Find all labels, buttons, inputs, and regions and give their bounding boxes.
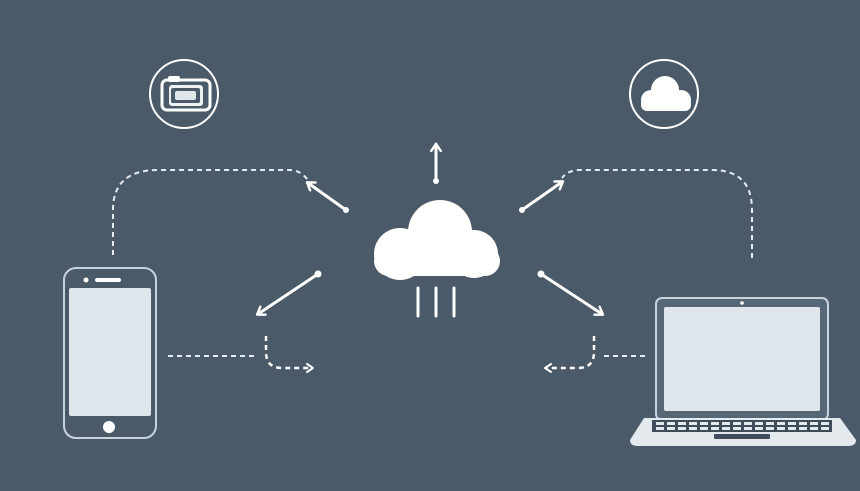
laptop-icon — [630, 297, 856, 446]
smartphone-icon — [63, 267, 157, 439]
arrow-to-laptop — [539, 272, 605, 316]
cloud-upload-icon — [374, 200, 500, 280]
keyboard — [656, 422, 829, 430]
camera-badge — [149, 59, 219, 129]
phone-sync-arrow — [264, 336, 314, 373]
arrow-tail-dot — [433, 178, 439, 184]
arrow-to-phone — [255, 272, 320, 316]
touchpad — [714, 434, 770, 439]
cloud-icon — [641, 76, 691, 111]
data-stream-lines — [416, 286, 456, 318]
camera-icon — [160, 76, 212, 112]
arrow-to-cloud-badge — [520, 180, 565, 212]
cloud-badge — [629, 59, 699, 129]
laptop-sync-arrow — [544, 336, 596, 373]
phone-to-camera-connector — [112, 169, 309, 255]
central-cloud — [374, 200, 500, 318]
laptop-to-cloud-connector — [561, 169, 753, 258]
arrow-to-camera — [305, 181, 348, 212]
